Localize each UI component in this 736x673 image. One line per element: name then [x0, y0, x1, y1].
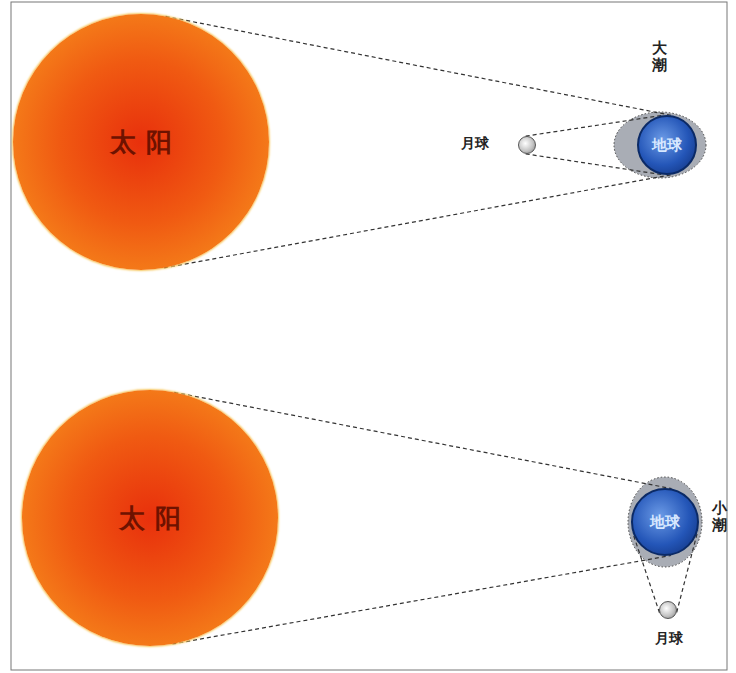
- earth-label: 地球: [650, 513, 680, 532]
- moon-label: 月球: [461, 135, 489, 153]
- tidal-bulge: [628, 477, 702, 567]
- tide-label: 大潮: [652, 40, 667, 73]
- sun-circle: 太 阳: [22, 390, 278, 646]
- moon-circle: 月球: [659, 601, 677, 619]
- earth-circle: 地球: [637, 115, 697, 175]
- earth-label: 地球: [652, 136, 682, 155]
- tidal-bulge: [614, 112, 706, 178]
- sun-label: 太 阳: [119, 501, 180, 536]
- moon-circle: 月球: [518, 136, 536, 154]
- earth-circle: 地球: [631, 488, 699, 556]
- moon-label: 月球: [655, 630, 683, 648]
- frame: [11, 2, 727, 670]
- sun-circle: 太 阳: [13, 14, 269, 270]
- tide-label: 小潮: [712, 500, 727, 533]
- sun-label: 太 阳: [110, 125, 171, 160]
